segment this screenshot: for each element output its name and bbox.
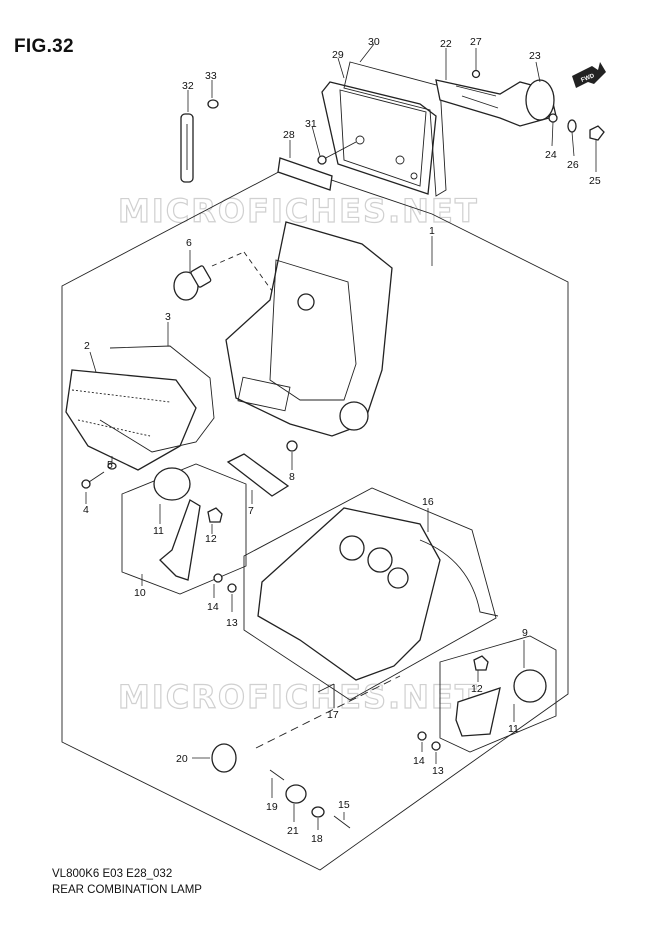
washer-17	[311, 806, 325, 818]
gasket-3	[99, 345, 215, 453]
reflector-7	[226, 453, 290, 497]
screw-16	[317, 683, 335, 693]
callout-21: 15	[338, 799, 350, 811]
callout-32: 32	[182, 80, 194, 92]
callout-23: 23	[529, 50, 541, 62]
callout-11-left: 11	[153, 525, 164, 537]
fwd-text: FWD	[580, 73, 596, 84]
washer-14-left	[213, 573, 223, 583]
cushion-20	[285, 784, 307, 804]
callout-12-right: 12	[471, 683, 483, 695]
callout-26: 26	[567, 159, 579, 171]
callout-4: 4	[83, 504, 89, 516]
bolt-13-right	[431, 741, 441, 751]
callout-24: 24	[545, 149, 557, 161]
callout-8: 8	[289, 471, 295, 483]
callout-18: 19	[266, 801, 278, 813]
dashed-assembly-line	[255, 675, 401, 749]
bolt-21	[333, 815, 351, 829]
washer-14-right	[417, 731, 427, 741]
callout-6: 6	[186, 237, 192, 249]
leader-lines	[85, 43, 597, 830]
callout-7: 7	[248, 505, 254, 517]
callout-28: 28	[283, 129, 295, 141]
callout-20: 21	[287, 825, 299, 837]
nut-12-left	[207, 507, 223, 523]
callout-14-right: 14	[413, 755, 425, 767]
watermark-bottom: MICROFICHES.NET	[118, 678, 479, 716]
license-lamp-bracket	[435, 79, 557, 127]
callout-11-right: 11	[508, 723, 519, 735]
callout-2: 2	[84, 340, 90, 352]
callout-22: 22	[440, 38, 452, 50]
callout-27: 27	[470, 36, 482, 48]
callout-14-left: 14	[207, 601, 219, 613]
pin-18	[269, 769, 285, 781]
bulb-6	[173, 265, 212, 301]
bracket-11-left	[153, 467, 201, 581]
bolt-13-left	[227, 583, 237, 593]
callout-33: 33	[205, 70, 217, 82]
callout-15: 16	[422, 496, 434, 508]
callout-31: 31	[305, 118, 317, 130]
wiring-harness-15	[257, 507, 499, 681]
callout-3: 3	[165, 311, 171, 323]
nut-8	[286, 440, 298, 452]
callout-16: 17	[327, 709, 339, 721]
callout-29: 29	[332, 49, 344, 61]
reflector-28	[277, 157, 333, 191]
callout-25: 25	[589, 175, 601, 187]
bolt-32	[180, 99, 219, 183]
screw-4	[81, 471, 105, 489]
side-lamp-9	[455, 669, 547, 737]
callout-30: 30	[368, 36, 380, 48]
grommet-19	[211, 743, 237, 773]
tail-lamp-lens-2	[65, 369, 197, 471]
callout-13-right: 13	[432, 765, 444, 777]
model-code: VL800K6 E03 E28_032	[52, 868, 173, 880]
callout-19: 20	[176, 753, 188, 765]
group-outline-9	[439, 635, 557, 753]
callout-17: 18	[311, 833, 323, 845]
group-outline-15	[243, 487, 497, 701]
lamp-housing	[225, 221, 393, 437]
callout-5: 5	[107, 459, 113, 471]
callout-10: 10	[134, 587, 146, 599]
callout-13-left: 13	[226, 617, 238, 629]
figure-title: FIG.32	[14, 36, 74, 57]
group-outline-10	[121, 463, 247, 595]
watermark-top: MICROFICHES.NET	[118, 192, 479, 230]
callout-1: 1	[429, 225, 435, 237]
diagram-caption: REAR COMBINATION LAMP	[52, 884, 202, 896]
screw-31	[317, 141, 357, 165]
nut-12-right	[473, 655, 489, 671]
callout-12-left: 12	[205, 533, 217, 545]
license-plate-bracket	[321, 61, 447, 197]
fwd-arrow-badge: FWD	[572, 62, 606, 88]
callout-9: 9	[522, 627, 528, 639]
